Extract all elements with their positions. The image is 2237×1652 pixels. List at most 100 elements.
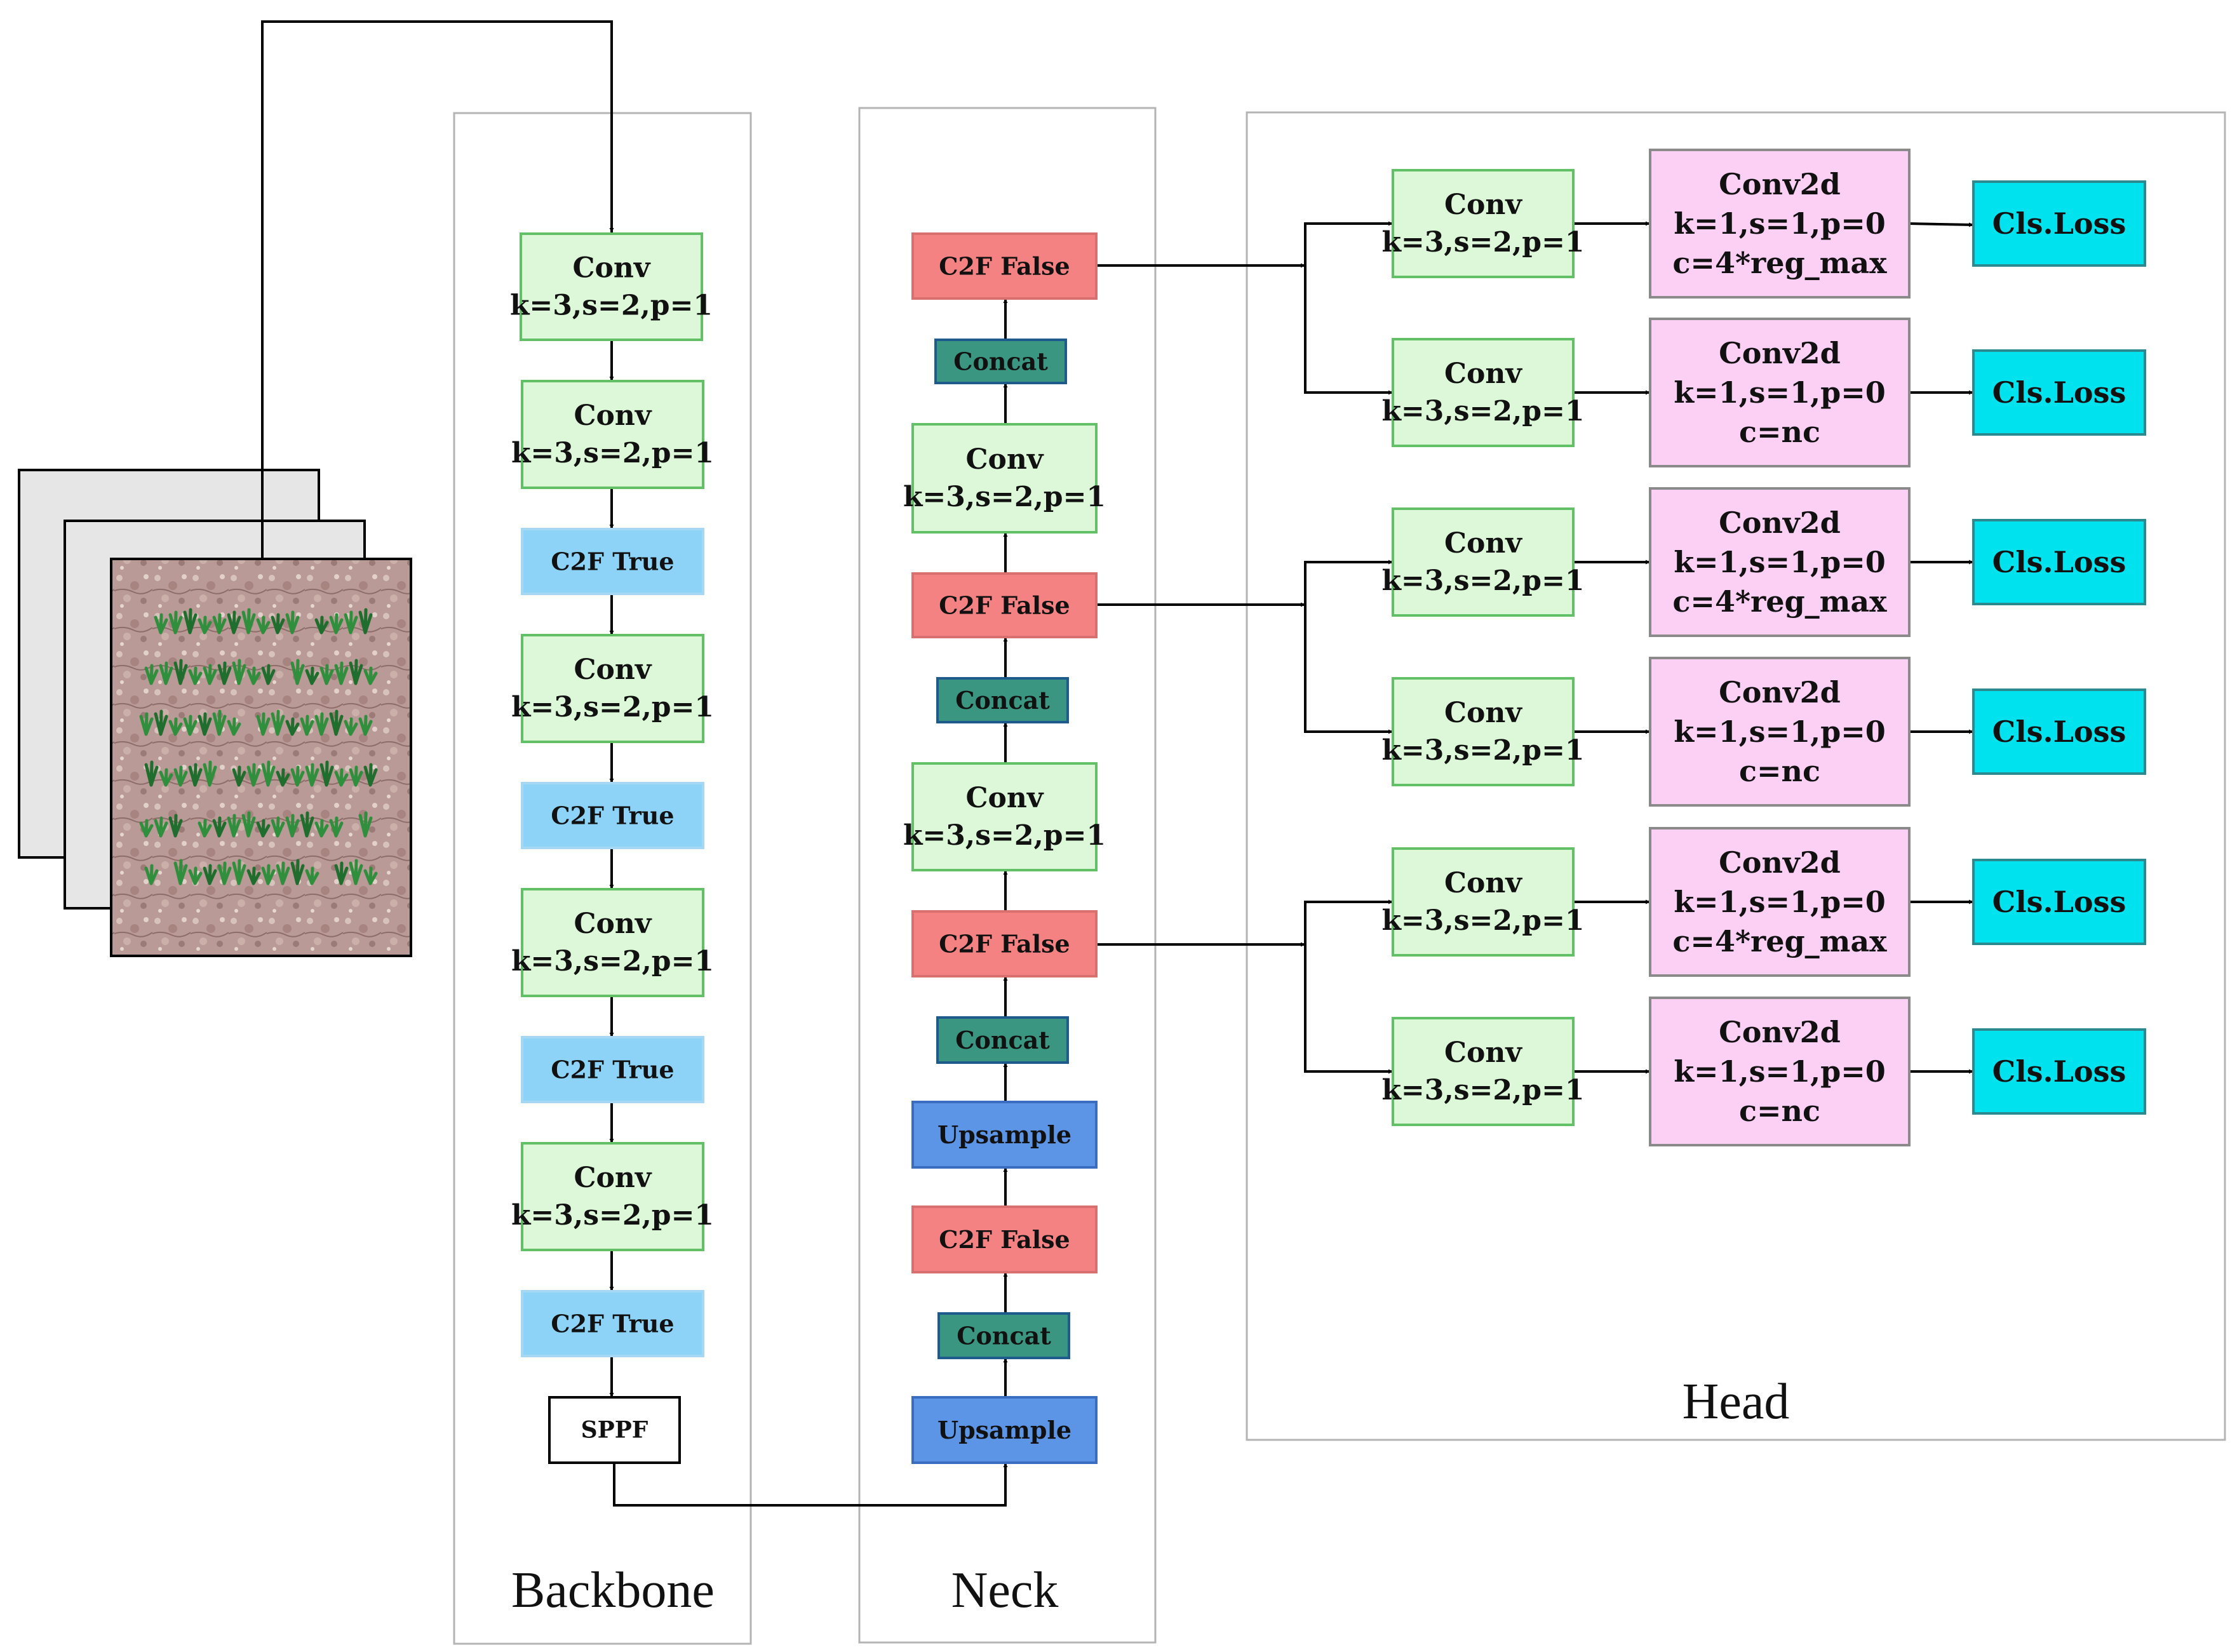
neck-block-11-concat-box: [937, 1312, 1070, 1359]
backbone-panel: [453, 112, 752, 1645]
seedling: [358, 715, 373, 736]
head-row-1-conv2d-box: [1649, 149, 1911, 299]
seedling: [246, 666, 261, 685]
seedling: [173, 859, 188, 885]
head-branch-arrow-1b: [1304, 224, 1393, 395]
neck-block-5-concat-box: [936, 677, 1069, 723]
neck-block-3-conv-label-1: Conv: [966, 443, 1044, 476]
seedling: [334, 861, 349, 885]
seedling: [256, 712, 271, 736]
neck-block-6-conv-label-1: Conv: [966, 782, 1044, 814]
head-panel: [1246, 111, 2226, 1441]
seedling: [319, 760, 334, 787]
seedling: [349, 765, 363, 787]
head-row-2-conv2d-box: [1649, 318, 1911, 467]
seedling: [188, 763, 203, 787]
neck-block-2-concat: Concat: [934, 339, 1067, 384]
seedling: [188, 866, 203, 885]
head-row-2-loss-box: [1972, 349, 2146, 436]
head-row-2-loss-label: Cls.Loss: [1992, 375, 2126, 410]
backbone-block-1-conv-label-2: k=3,s=2,p=1: [510, 290, 713, 322]
backbone-block-3-c2f-true-label-1: C2F True: [551, 547, 674, 576]
head-branch-arrow-3a: [1304, 899, 1393, 1071]
backbone-block-9-c2f-true-label-1: C2F True: [551, 1310, 674, 1338]
seedling: [168, 814, 183, 838]
backbone-label: Backbone: [511, 1562, 715, 1618]
head-blocks: Convk=3,s=2,p=1Conv2dk=1,s=1,p=0c=4*reg_…: [1381, 149, 2146, 1146]
neck-panel: [858, 107, 1157, 1644]
seedling: [290, 765, 305, 787]
head-row-3-loss-label: Cls.Loss: [1992, 545, 2126, 579]
seedling: [329, 816, 344, 838]
backbone-block-6-conv-label-2: k=3,s=2,p=1: [511, 945, 714, 977]
seedling: [271, 816, 285, 838]
backbone-block-2-conv-box: [521, 380, 704, 489]
backbone-block-2-conv-label-2: k=3,s=2,p=1: [511, 437, 714, 469]
neck-block-12-upsample-label-1: Upsample: [937, 1416, 1071, 1444]
head-row-5-conv2d-label-2: k=1,s=1,p=0: [1674, 885, 1886, 919]
seedling: [144, 760, 159, 787]
head-row-5-conv2d-label-3: c=4*reg_max: [1672, 924, 1887, 958]
head-branch-arrow-2a: [1304, 560, 1393, 732]
neck-block-3-conv: Conv k=3,s=2,p=1: [903, 423, 1106, 534]
backbone-block-5-c2f-true: C2F True: [521, 782, 704, 849]
seedling: [173, 659, 188, 685]
seedling: [212, 709, 227, 736]
head-row-3-conv2d-label-3: c=4*reg_max: [1672, 584, 1887, 619]
neck-block-3-conv-label-2: k=3,s=2,p=1: [903, 481, 1106, 513]
head-row-6-conv2d-label-1: Conv2d: [1719, 1015, 1841, 1049]
neck-block-4-c2f-false-box: [911, 572, 1098, 638]
seedling: [188, 666, 203, 685]
head-row-5-loss: Cls.Loss: [1972, 859, 2146, 945]
backbone-block-4-conv-box: [521, 634, 704, 743]
head-row-4-loss-box: [1972, 688, 2146, 775]
seedling: [358, 608, 373, 635]
seedling: [198, 712, 212, 736]
backbone-block-10-sppf: SPPF: [548, 1396, 681, 1464]
head-row-4-loss: Cls.Loss: [1972, 688, 2146, 775]
head-row-3-conv-box: [1392, 507, 1575, 617]
head-row-3-loss: Cls.Loss: [1972, 519, 2146, 605]
neck-block-3-conv-box: [911, 423, 1098, 534]
seedling: [363, 866, 378, 885]
neck-block-8-concat-box: [936, 1016, 1069, 1064]
seedling: [183, 608, 198, 635]
head-row-6-conv-label-2: k=3,s=2,p=1: [1381, 1074, 1584, 1106]
seedling: [227, 717, 241, 736]
seedling: [256, 615, 271, 635]
head-branch-arrow-2b: [1304, 562, 1393, 734]
head-row-4-conv-box: [1392, 677, 1575, 786]
neck-block-8-concat-label-1: Concat: [955, 1026, 1050, 1054]
neck-block-9-upsample-label-1: Upsample: [937, 1120, 1071, 1149]
neck-block-12-upsample-box: [911, 1396, 1098, 1464]
seedling: [232, 765, 246, 787]
head-row-2-conv-label-1: Conv: [1444, 358, 1522, 390]
seedling: [314, 819, 329, 838]
seedling: [305, 763, 319, 787]
head-row-6-loss-label: Cls.Loss: [1992, 1054, 2126, 1089]
seedling: [334, 768, 349, 787]
backbone-block-9-c2f-true: C2F True: [521, 1290, 704, 1357]
head-row-4-conv-label-1: Conv: [1444, 697, 1522, 729]
seedling: [246, 763, 261, 787]
neck-block-7-c2f-false-box: [911, 910, 1098, 977]
seedling: [198, 819, 212, 838]
seedling: [271, 709, 285, 736]
seedling: [261, 760, 276, 787]
head-row-2-conv2d-label-3: c=nc: [1739, 415, 1820, 449]
neck-label: Neck: [951, 1562, 1059, 1618]
head-row-3-conv-label-2: k=3,s=2,p=1: [1381, 565, 1584, 597]
seedling: [300, 811, 314, 838]
seedling: [290, 859, 305, 885]
seedling: [203, 664, 217, 685]
